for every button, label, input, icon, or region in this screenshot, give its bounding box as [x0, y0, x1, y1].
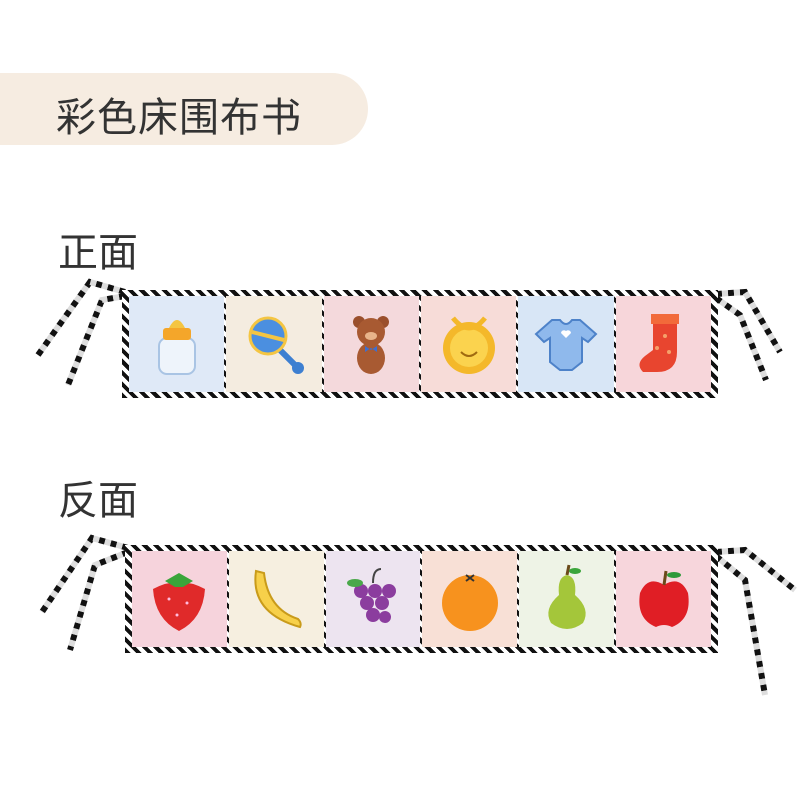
teddy-bear-icon [353, 316, 390, 374]
front-label: 正面 [58, 230, 138, 276]
panel-banana [228, 551, 324, 647]
panel-pear [519, 551, 615, 647]
panel-onesie [518, 296, 614, 392]
panel-bib [420, 296, 517, 392]
page-title: 彩色床围布书 [56, 95, 302, 141]
panel-strawberry [132, 551, 227, 647]
panel-baby-bottle [129, 296, 225, 392]
rattle-icon [248, 316, 304, 374]
panel-orange [422, 551, 518, 647]
title-banner: 彩色床围布书 [0, 73, 368, 145]
panel-sock [615, 296, 711, 392]
apple-icon [638, 570, 689, 627]
panel-rattle [226, 296, 322, 392]
pear-icon [548, 564, 586, 629]
grapes-icon [347, 568, 397, 623]
bib-icon [442, 316, 495, 374]
panel-teddy-bear [323, 296, 419, 392]
sock-icon [639, 314, 680, 372]
banana-icon [254, 569, 302, 629]
panel-apple [616, 551, 711, 647]
back-strip [125, 545, 718, 653]
front-strip [122, 290, 718, 398]
panel-grapes [325, 551, 421, 647]
onesie-icon [534, 319, 598, 371]
orange-icon [441, 574, 498, 631]
baby-bottle-icon [157, 320, 196, 375]
back-label: 反面 [58, 478, 138, 524]
strawberry-icon [153, 573, 206, 631]
